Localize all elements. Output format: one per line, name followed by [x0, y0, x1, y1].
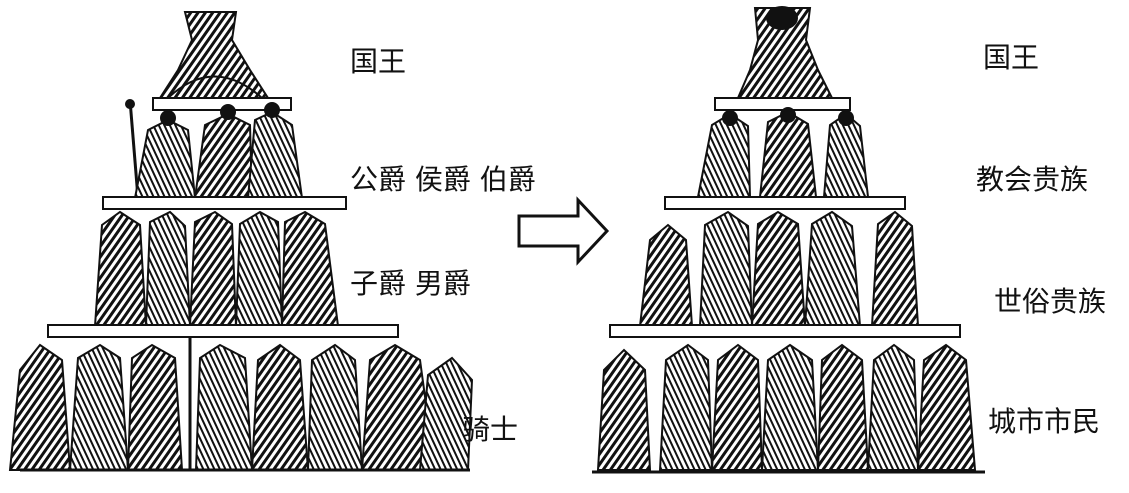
right-label-tier1: 国王 — [983, 41, 1040, 74]
right-label-tier4: 城市市民 — [988, 405, 1101, 438]
left-label-tier2: 公爵 侯爵 伯爵 — [350, 163, 536, 196]
right-platform-3 — [609, 324, 961, 338]
right-pyramid — [592, 6, 985, 474]
right-tier2-figures — [696, 107, 870, 198]
left-pyramid — [8, 11, 474, 472]
left-king-figure — [158, 11, 270, 99]
right-label-tier3: 世俗贵族 — [994, 285, 1107, 318]
left-platform-3 — [47, 324, 399, 338]
right-platform-1 — [714, 97, 851, 111]
left-label-tier4: 骑士 — [462, 413, 519, 446]
left-label-tier3: 子爵 男爵 — [350, 267, 471, 300]
right-platform-2 — [664, 196, 906, 210]
transition-arrow-icon — [517, 196, 610, 266]
right-tier3-figures — [638, 210, 920, 327]
left-label-tier1: 国王 — [350, 45, 407, 78]
right-tier4-figures — [592, 343, 985, 474]
left-tier3-figures — [93, 210, 340, 327]
left-tier4-figures — [8, 343, 474, 472]
left-platform-2 — [102, 196, 347, 210]
left-tier2-figures — [125, 99, 304, 199]
right-king-figure — [736, 6, 834, 99]
right-label-tier2: 教会贵族 — [976, 163, 1089, 196]
